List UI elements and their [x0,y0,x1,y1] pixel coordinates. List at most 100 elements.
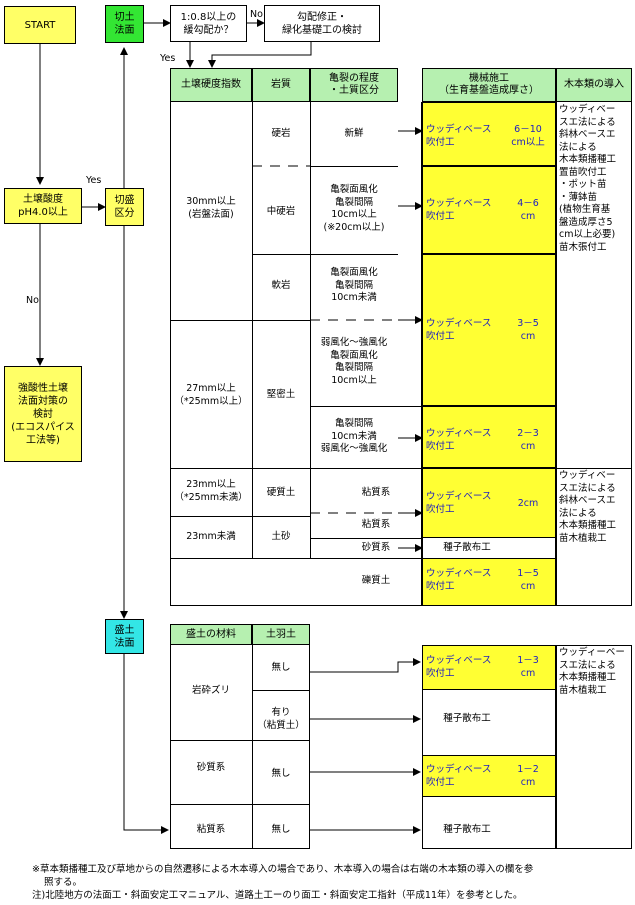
rock-sand: 土砂 [271,531,291,542]
fill-thickness-1: 1－3 cm [517,655,539,679]
header-fill-material-text: 盛土の材料 [186,628,236,640]
fill-cover-clay: 有り （粘質土） [257,707,305,731]
hardness-27: 27mm以上 （*25mm以上） [174,383,248,407]
rock-dense-soil: 堅密土 [266,389,296,400]
no-label-1: No [26,295,39,306]
rock-soft: 軟岩 [271,280,291,291]
fill-method-name-1: ウッディベース 吹付工 [426,655,492,679]
slope-fix-box: 勾配修正・ 緑化基礎工の検討 [264,5,380,42]
machine-cell-3 [422,254,556,406]
fill-table-body [170,645,310,849]
header-fill-cover-text: 土羽土 [266,628,296,640]
header-fill-material: 盛土の材料 [170,624,252,645]
cut-row-line-4 [310,406,422,407]
note-line-1: ※草本類播種工及び草地からの自然遷移による木本導入の場合であり、木本導入の場合は… [32,864,534,875]
header-rock-text: 岩質 [271,79,291,90]
crack-clay-2: 粘質系 [361,519,391,530]
no-label-2: No [250,9,263,20]
cut-slope-label: 切土 法面 [114,12,135,36]
fill-material-clay: 粘質系 [196,824,226,835]
note-line-3: 注)北陸地方の法面工・斜面安定工マニュアル、道路土工ーのり面工・斜面安定工指針（… [32,890,523,901]
cut-table-body [170,102,422,606]
header-tree-text: 木本類の導入 [564,79,624,90]
fill-row-line-1 [252,690,310,691]
rock-hard-soil: 硬質土 [266,487,296,498]
slope-fix-label: 勾配修正・ 緑化基礎工の検討 [282,11,362,36]
fill-slope-box: 盛土 法面 [105,619,144,654]
header-machine: 機械施工 （生育基盤造成厚さ） [422,68,556,102]
machine-cell-2 [422,166,556,254]
start-box: START [4,6,76,44]
crack-clay-1: 粘質系 [361,487,391,498]
crack-gravel: 礫質土 [361,575,391,586]
acid-soil-measure-box: 強酸性土壌 法面対策の 検討 (エコスパイス 工法等) [4,366,82,462]
soil-acidity-box: 土壌酸度 pH4.0以上 [4,188,82,224]
start-label: START [24,19,56,31]
cut-row-line-6 [170,516,310,517]
acid-soil-measure-label: 強酸性土壌 法面対策の 検討 (エコスパイス 工法等) [11,382,75,446]
header-crack: 亀裂の程度 ・土質区分 [310,68,398,102]
fill-cover-none-1: 無し [271,662,291,673]
hardness-23-under: 23mm未満 [186,531,236,542]
fill-seed-spray-2: 種子散布工 [443,824,491,835]
thickness-3: 3－5 cm [517,318,539,342]
cut-col-divider-2 [310,102,311,558]
thickness-6: 1－5 cm [517,568,539,592]
header-hardness: 土壌硬度指数 [170,68,252,102]
fill-tree-intro: ウッディーベー スエ法による 木本類播種工 苗木植栽工 [559,647,625,696]
header-crack-text: 亀裂の程度 ・土質区分 [329,73,379,96]
crack-soft: 亀裂面風化 亀裂間隔 10cm未満 [330,267,378,303]
cut-row-line-1 [170,320,310,321]
header-machine-text: 機械施工 （生育基盤造成厚さ） [439,73,539,96]
fill-tree-column [556,645,632,849]
rock-medium: 中硬岩 [266,206,296,217]
cut-row-line-3 [310,166,398,167]
seed-spray-1: 種子散布工 [443,542,491,553]
cut-row-line-8 [170,558,422,559]
slope-question-box: 1:0.8以上の 緩勾配か？ [170,5,247,42]
header-tree: 木本類の導入 [556,68,632,102]
fill-cover-none-3: 無し [271,824,291,835]
fill-slope-label: 盛土 法面 [114,624,135,649]
cut-fill-class-box: 切盛 区分 [105,188,144,226]
note-line-2: 照する。 [44,877,83,888]
header-rock: 岩質 [252,68,310,102]
fill-row-line-3 [170,804,310,805]
fill-material-sandy: 砂質系 [196,762,226,773]
crack-fresh: 新鮮 [344,128,364,139]
crack-sandy: 砂質系 [361,542,391,553]
yes-label-2: Yes [160,53,176,64]
cut-col-divider-1 [252,102,253,558]
thickness-5: 2cm [517,498,539,509]
hardness-30: 30mm以上 (岩盤法面) [186,196,236,220]
cut-row-line-9 [252,254,310,255]
fill-material-crushed: 岩砕ズリ [191,685,230,696]
machine-cell-5 [422,468,556,538]
crack-dense: 弱風化～強風化 亀裂面風化 亀裂間隔 10cm以上 [320,337,388,386]
cut-fill-class-label: 切盛 区分 [114,195,135,219]
machine-cell-6 [422,558,556,606]
crack-dense-2: 亀裂間隔 10cm未満 弱風化～強風化 [320,418,388,454]
crack-medium: 亀裂面風化 亀裂間隔 10cm以上 (※20cm以上) [323,184,385,233]
fill-method-name-2: ウッディベース 吹付工 [426,764,492,788]
method-name-6: ウッディベース 吹付工 [426,568,492,592]
tree-intro-1: ウッディベー スエ法による 斜林ベースエ 法による 木本類播種工 置苗吹付工 ・… [559,104,617,253]
fill-cover-none-2: 無し [271,768,291,779]
tree-divider [556,468,632,469]
thickness-2: 4－6 cm [517,198,539,222]
fill-thickness-2: 1－2 cm [517,764,539,788]
cut-row-line-7 [310,538,422,539]
machine-cell-1 [422,102,556,166]
cut-row-line-2 [310,254,398,255]
method-name-1: ウッディベース 吹付工 [426,124,492,148]
thickness-1: 6－10 cm以上 [511,124,545,148]
slope-question-label: 1:0.8以上の 緩勾配か？ [180,11,237,36]
rock-hard: 硬岩 [271,128,291,139]
yes-label-1: Yes [86,175,102,186]
fill-seed-spray-1: 種子散布工 [443,713,491,724]
method-name-4: ウッディベース 吹付工 [426,428,492,452]
cut-slope-box: 切土 法面 [105,5,144,43]
header-fill-cover: 土羽土 [252,624,310,645]
